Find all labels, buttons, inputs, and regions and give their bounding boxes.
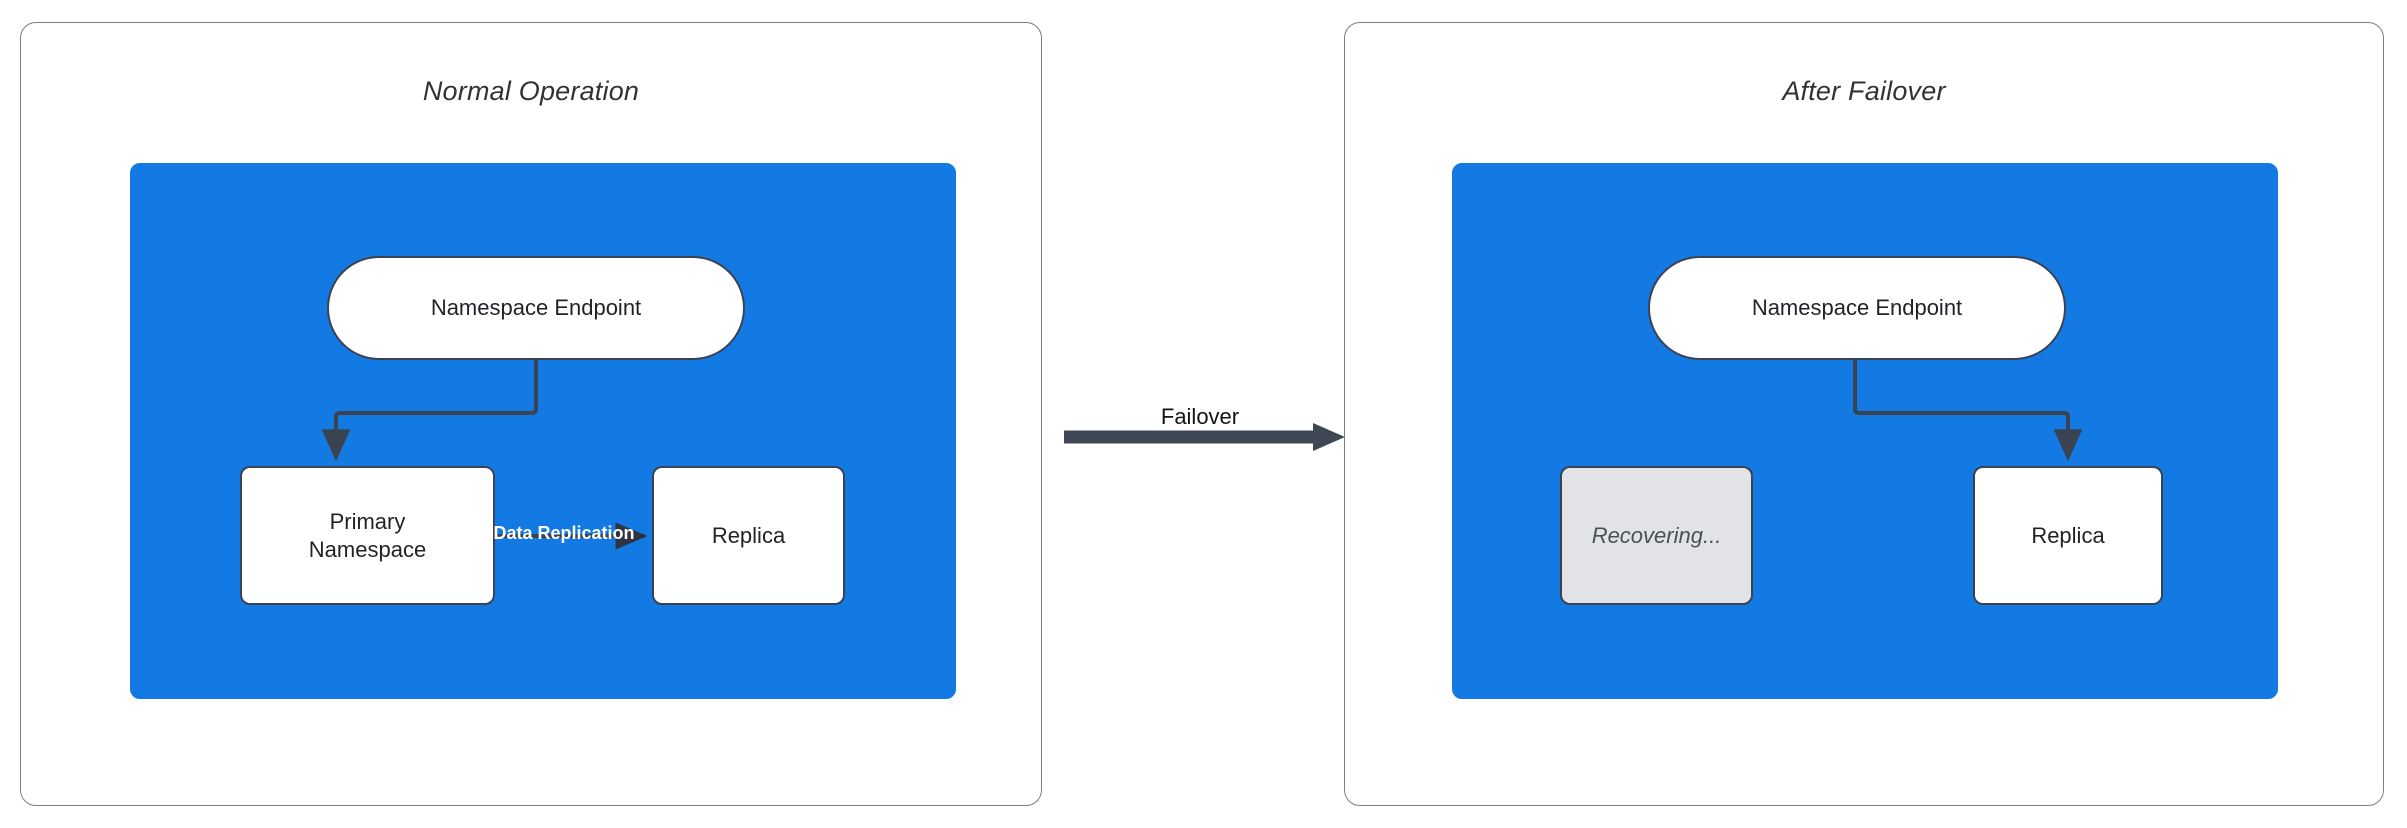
zone-failover-region	[1452, 163, 2278, 699]
transition-label-failover: Failover	[1160, 404, 1240, 429]
node-namespace-endpoint-right[interactable]: Namespace Endpoint	[1648, 256, 2066, 360]
panel-title-left: Normal Operation	[422, 76, 640, 106]
node-recovering[interactable]: Recovering...	[1560, 466, 1753, 605]
node-replica-right[interactable]: Replica	[1973, 466, 2163, 605]
node-label: Replica	[711, 522, 786, 548]
node-label: Primary Namespace	[309, 508, 426, 563]
node-label: Recovering...	[1591, 522, 1722, 548]
zone-primary-region	[130, 163, 956, 699]
panel-title-right: After Failover	[1782, 76, 1946, 106]
node-label: Namespace Endpoint	[430, 295, 642, 321]
node-label-line1: Primary	[329, 509, 406, 534]
edge-label-data-replication: Data Replication	[493, 523, 635, 543]
node-label: Replica	[2031, 522, 2105, 548]
node-primary-namespace[interactable]: Primary Namespace	[240, 466, 495, 605]
node-label-line2: Namespace	[308, 536, 427, 562]
node-namespace-endpoint-left[interactable]: Namespace Endpoint	[327, 256, 745, 360]
node-replica-left[interactable]: Replica	[652, 466, 845, 605]
node-label: Namespace Endpoint	[1751, 295, 1963, 321]
